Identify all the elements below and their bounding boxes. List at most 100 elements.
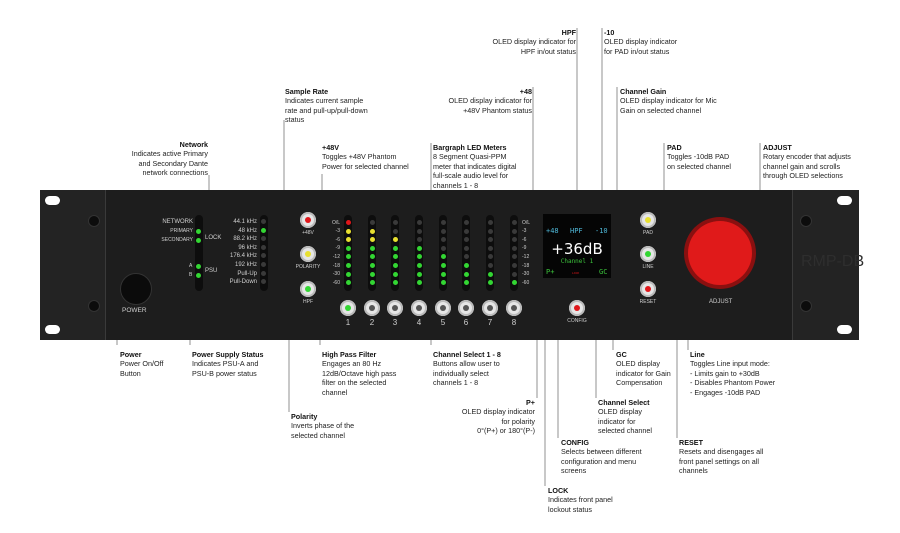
meter-scale-label-right: -12	[522, 253, 530, 260]
reset-label: RESET	[639, 299, 657, 305]
psu-b-label: B	[189, 272, 193, 278]
adjust-knob-cap	[688, 221, 752, 285]
meter-scale-label-right: -30	[522, 271, 530, 278]
adjust-knob[interactable]	[684, 217, 756, 289]
sample-rate-led	[261, 279, 266, 285]
meter-scale-label-left: -18	[332, 262, 340, 269]
meter-led	[487, 263, 493, 268]
meter-led	[511, 237, 517, 243]
meter-led	[440, 263, 446, 268]
annotation-title: LOCK	[548, 486, 569, 495]
meter-led	[511, 220, 517, 225]
meter-led	[369, 263, 375, 268]
annotation-text: Toggles -10dB PAD	[667, 152, 730, 162]
meter-led	[440, 254, 446, 260]
meter-led	[345, 220, 351, 225]
phantom-label: +48V	[302, 230, 314, 236]
power-button[interactable]	[120, 273, 152, 305]
meter-led	[487, 254, 493, 260]
oled-lock-indicator: LOCK	[572, 271, 580, 275]
meter-column	[510, 215, 518, 291]
meter-led	[416, 220, 422, 225]
annotation-title: -10	[604, 28, 615, 37]
sample-rate-label: 96 kHz	[238, 244, 257, 251]
meter-led	[487, 220, 493, 225]
config-button[interactable]	[569, 300, 585, 316]
psu-a-led	[196, 264, 201, 269]
meter-led	[416, 254, 422, 260]
meter-led	[440, 245, 446, 251]
oled-48-indicator: +48	[546, 227, 559, 235]
channel-select-button-7[interactable]	[482, 300, 498, 316]
psu-a-label: A	[189, 263, 193, 269]
polarity-button[interactable]	[300, 246, 316, 262]
annotation-title: HPF	[561, 28, 576, 37]
meter-led	[487, 271, 493, 277]
channel-select-button-2[interactable]	[364, 300, 380, 316]
meter-led	[511, 245, 517, 251]
channel-select-button-5[interactable]	[435, 300, 451, 316]
meter-led	[511, 280, 517, 286]
channel-led	[463, 305, 469, 311]
channel-select-button-6[interactable]	[458, 300, 474, 316]
meter-led	[463, 263, 469, 268]
meter-column	[415, 215, 423, 291]
channel-led	[369, 305, 375, 311]
oled-channel-indicator: Channel 1	[560, 258, 594, 265]
meter-led	[416, 280, 422, 286]
annotation-text: OLED display indicator	[461, 407, 535, 417]
meter-scale-label-right: -60	[522, 279, 530, 286]
channel-led	[487, 305, 493, 311]
phantom-button[interactable]	[300, 212, 316, 228]
meter-led	[345, 228, 351, 234]
annotation-text: channels 1 - 8	[433, 180, 479, 190]
meter-led	[392, 254, 398, 260]
secondary-label: SECONDARY	[161, 237, 193, 243]
hpf-button[interactable]	[300, 281, 316, 297]
channel-select-button-4[interactable]	[411, 300, 427, 316]
meter-led	[487, 245, 493, 251]
sample-rate-led	[261, 253, 266, 259]
meter-led	[440, 280, 446, 286]
pad-button[interactable]	[640, 212, 656, 228]
pad-label: PAD	[643, 230, 653, 236]
annotation-text: Engages an 80 Hz	[322, 359, 382, 369]
annotation-text: indicator for Gain	[616, 368, 671, 378]
channel-led	[416, 305, 422, 311]
meter-scale-label-right: O/L	[522, 219, 531, 226]
sample-rate-led	[261, 236, 266, 242]
annotation-text: Button	[120, 368, 141, 378]
meter-led	[416, 237, 422, 243]
annotation-title: Line	[690, 350, 705, 359]
annotation-text: lockout status	[548, 504, 592, 514]
annotation-text: Indicates active Primary	[131, 149, 208, 159]
meter-led	[440, 237, 446, 243]
oled-hpf-indicator: HPF	[570, 227, 583, 235]
annotation-title: GC	[616, 350, 627, 359]
annotation-title: Channel Select 1 - 8	[433, 350, 501, 359]
annotation-text: 12dB/Octave high pass	[322, 368, 397, 378]
mount-hole	[800, 300, 812, 312]
line-led	[645, 251, 651, 257]
meter-scale-label-left: -9	[335, 245, 340, 252]
meter-led	[369, 271, 375, 277]
power-label: POWER	[122, 307, 147, 314]
annotation-text: OLED display	[616, 359, 660, 369]
annotation-text: Compensation	[616, 378, 663, 388]
oled-pad-indicator: -10	[595, 227, 608, 235]
channel-select-button-3[interactable]	[387, 300, 403, 316]
line-button[interactable]	[640, 246, 656, 262]
meter-led	[345, 245, 351, 251]
channel-select-button-8[interactable]	[506, 300, 522, 316]
meter-led	[369, 280, 375, 286]
channel-select-button-1[interactable]	[340, 300, 356, 316]
reset-button[interactable]	[640, 281, 656, 297]
oled-polarity-indicator: P+	[546, 268, 555, 276]
annotation-text: channel gain and scrolls	[763, 161, 841, 171]
config-label: CONFIG	[567, 318, 587, 324]
